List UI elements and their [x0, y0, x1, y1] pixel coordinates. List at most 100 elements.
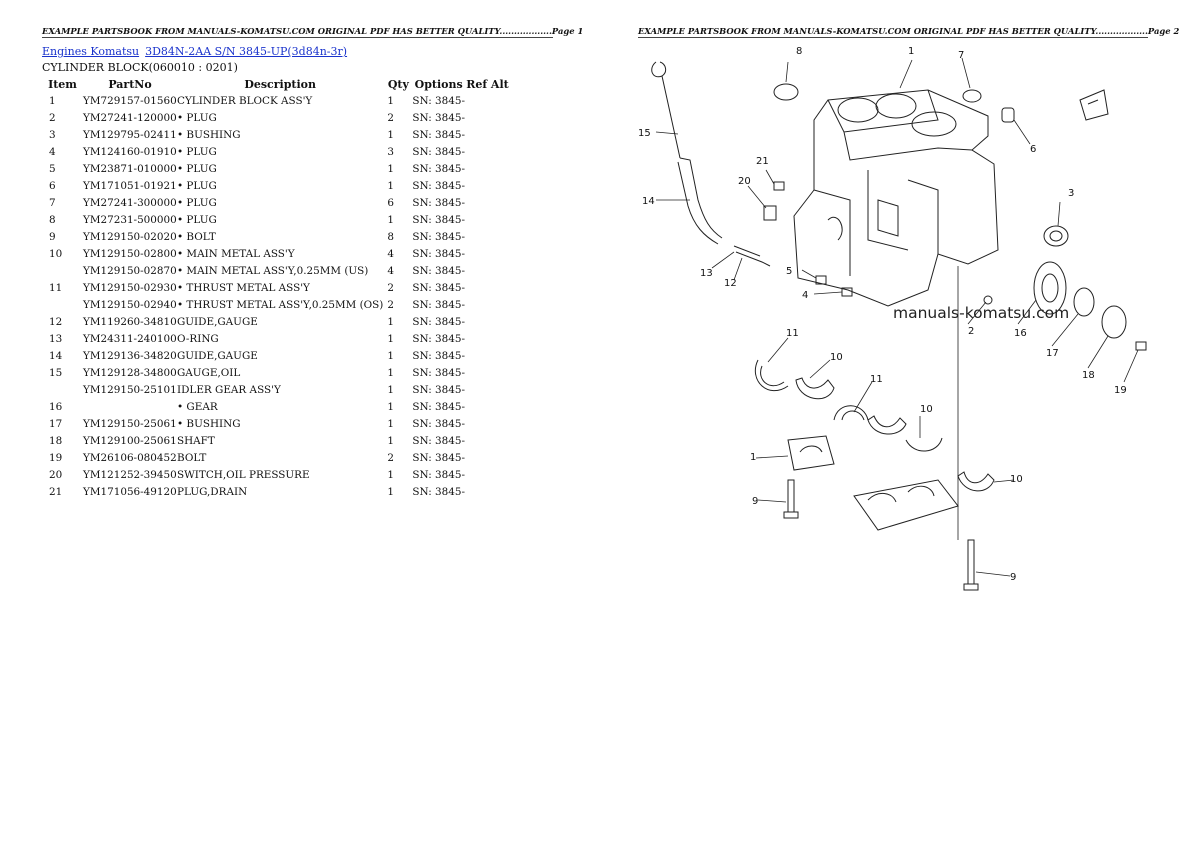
description-cell: PLUG,DRAIN — [177, 485, 248, 498]
options-cell: SN: 3845- — [412, 383, 465, 396]
qty-cell: 1 — [387, 383, 394, 396]
description-cell: GUIDE,GAUGE — [177, 349, 258, 362]
options-cell: SN: 3845- — [412, 400, 465, 413]
section-title: CYLINDER BLOCK(060010 : 0201) — [42, 61, 238, 74]
gauge-guide-lower — [733, 245, 771, 267]
callout-number: 3 — [1068, 188, 1074, 199]
partno-cell: YM729157-01560 — [83, 94, 177, 107]
cylinder-bore-1 — [837, 97, 879, 123]
item-cell — [42, 381, 83, 398]
callout-number: 10 — [1010, 474, 1023, 485]
qty-cell: 1 — [387, 315, 394, 328]
options-cell: SN: 3845- — [412, 417, 465, 430]
partno-cell: YM23871-010000 — [83, 162, 177, 175]
item-cell: 11 — [49, 281, 63, 294]
qty-cell: 6 — [387, 196, 394, 209]
item-cell: 13 — [49, 332, 63, 345]
plug-7 — [962, 89, 982, 103]
partno-cell: YM119260-34810 — [83, 315, 177, 328]
qty-cell: 8 — [387, 230, 394, 243]
description-cell: • PLUG — [177, 162, 217, 175]
bearing-cap-lower — [853, 479, 959, 531]
ref-alt-cell — [465, 466, 510, 483]
callout-number: 21 — [756, 156, 769, 167]
qty-cell: 2 — [387, 451, 394, 464]
qty-cell: 1 — [387, 417, 394, 430]
callout-number: 8 — [796, 46, 802, 57]
item-cell: 19 — [49, 451, 63, 464]
item-cell — [42, 296, 83, 313]
partno-cell: YM24311-240100 — [83, 332, 177, 345]
callout-number: 2 — [968, 326, 974, 337]
item-cell: 20 — [49, 468, 63, 481]
ref-alt-cell — [465, 245, 510, 262]
qty-cell: 1 — [387, 128, 394, 141]
options-cell: SN: 3845- — [412, 213, 465, 226]
options-cell: SN: 3845- — [412, 281, 465, 294]
bracket-part — [1079, 89, 1109, 121]
qty-cell: 2 — [387, 298, 394, 311]
ref-alt-cell — [465, 347, 510, 364]
options-cell: SN: 3845- — [412, 179, 465, 192]
item-cell: 16 — [49, 400, 63, 413]
ref-alt-cell — [465, 262, 510, 279]
plug-2 — [983, 295, 993, 305]
header-rule-left — [42, 37, 553, 38]
plug-6 — [1001, 107, 1015, 123]
partno-cell: YM129150-02800 — [83, 247, 177, 260]
ref-alt-cell — [465, 449, 510, 466]
options-cell: SN: 3845- — [412, 485, 465, 498]
options-cell: SN: 3845- — [412, 162, 465, 175]
callout-number: 20 — [738, 176, 751, 187]
column-header-description: Description — [244, 77, 317, 91]
ref-alt-cell — [465, 330, 510, 347]
column-header-partno: PartNo — [108, 77, 152, 91]
partno-cell: YM171051-01921 — [83, 179, 177, 192]
partno-cell — [83, 398, 177, 415]
qty-cell: 1 — [387, 485, 394, 498]
cylinder-bore-2 — [875, 93, 917, 119]
partno-cell: YM129150-02930 — [83, 281, 177, 294]
ref-alt-cell — [465, 143, 510, 160]
description-cell: IDLER GEAR ASS'Y — [177, 383, 281, 396]
breadcrumb-link-model[interactable]: 3D84N-2AA S/N 3845-UP(3d84n-3r) — [145, 45, 348, 58]
description-cell: • BUSHING — [177, 417, 241, 430]
ref-alt-cell — [465, 177, 510, 194]
options-cell: SN: 3845- — [412, 349, 465, 362]
description-cell: • BUSHING — [177, 128, 241, 141]
leader-lines — [655, 57, 1139, 577]
bolt-19 — [1135, 341, 1147, 351]
qty-cell: 1 — [387, 94, 394, 107]
item-cell: 1 — [49, 94, 56, 107]
callout-number: 5 — [786, 266, 792, 277]
callout-number: 10 — [920, 404, 933, 415]
item-cell: 21 — [49, 485, 63, 498]
callout-number: 14 — [642, 196, 655, 207]
item-cell: 18 — [49, 434, 63, 447]
callout-number: 19 — [1114, 385, 1127, 396]
cylinder-block-outline — [793, 89, 999, 307]
description-cell: • GEAR — [177, 400, 218, 413]
callout-number: 1 — [908, 46, 914, 57]
ref-alt-cell — [465, 279, 510, 296]
item-cell: 9 — [49, 230, 56, 243]
options-cell: SN: 3845- — [412, 94, 465, 107]
item-cell: 12 — [49, 315, 63, 328]
breadcrumb-link-engines[interactable]: Engines Komatsu — [42, 45, 140, 58]
ref-alt-cell — [465, 126, 510, 143]
qty-cell: 3 — [387, 145, 394, 158]
ref-alt-cell — [465, 415, 510, 432]
table-row: YM129150-02940• THRUST METAL ASS'Y,0.25M… — [42, 296, 510, 313]
partno-cell: YM124160-01910 — [83, 145, 177, 158]
description-cell: • PLUG — [177, 213, 217, 226]
item-cell: 15 — [49, 366, 63, 379]
options-cell: SN: 3845- — [412, 332, 465, 345]
